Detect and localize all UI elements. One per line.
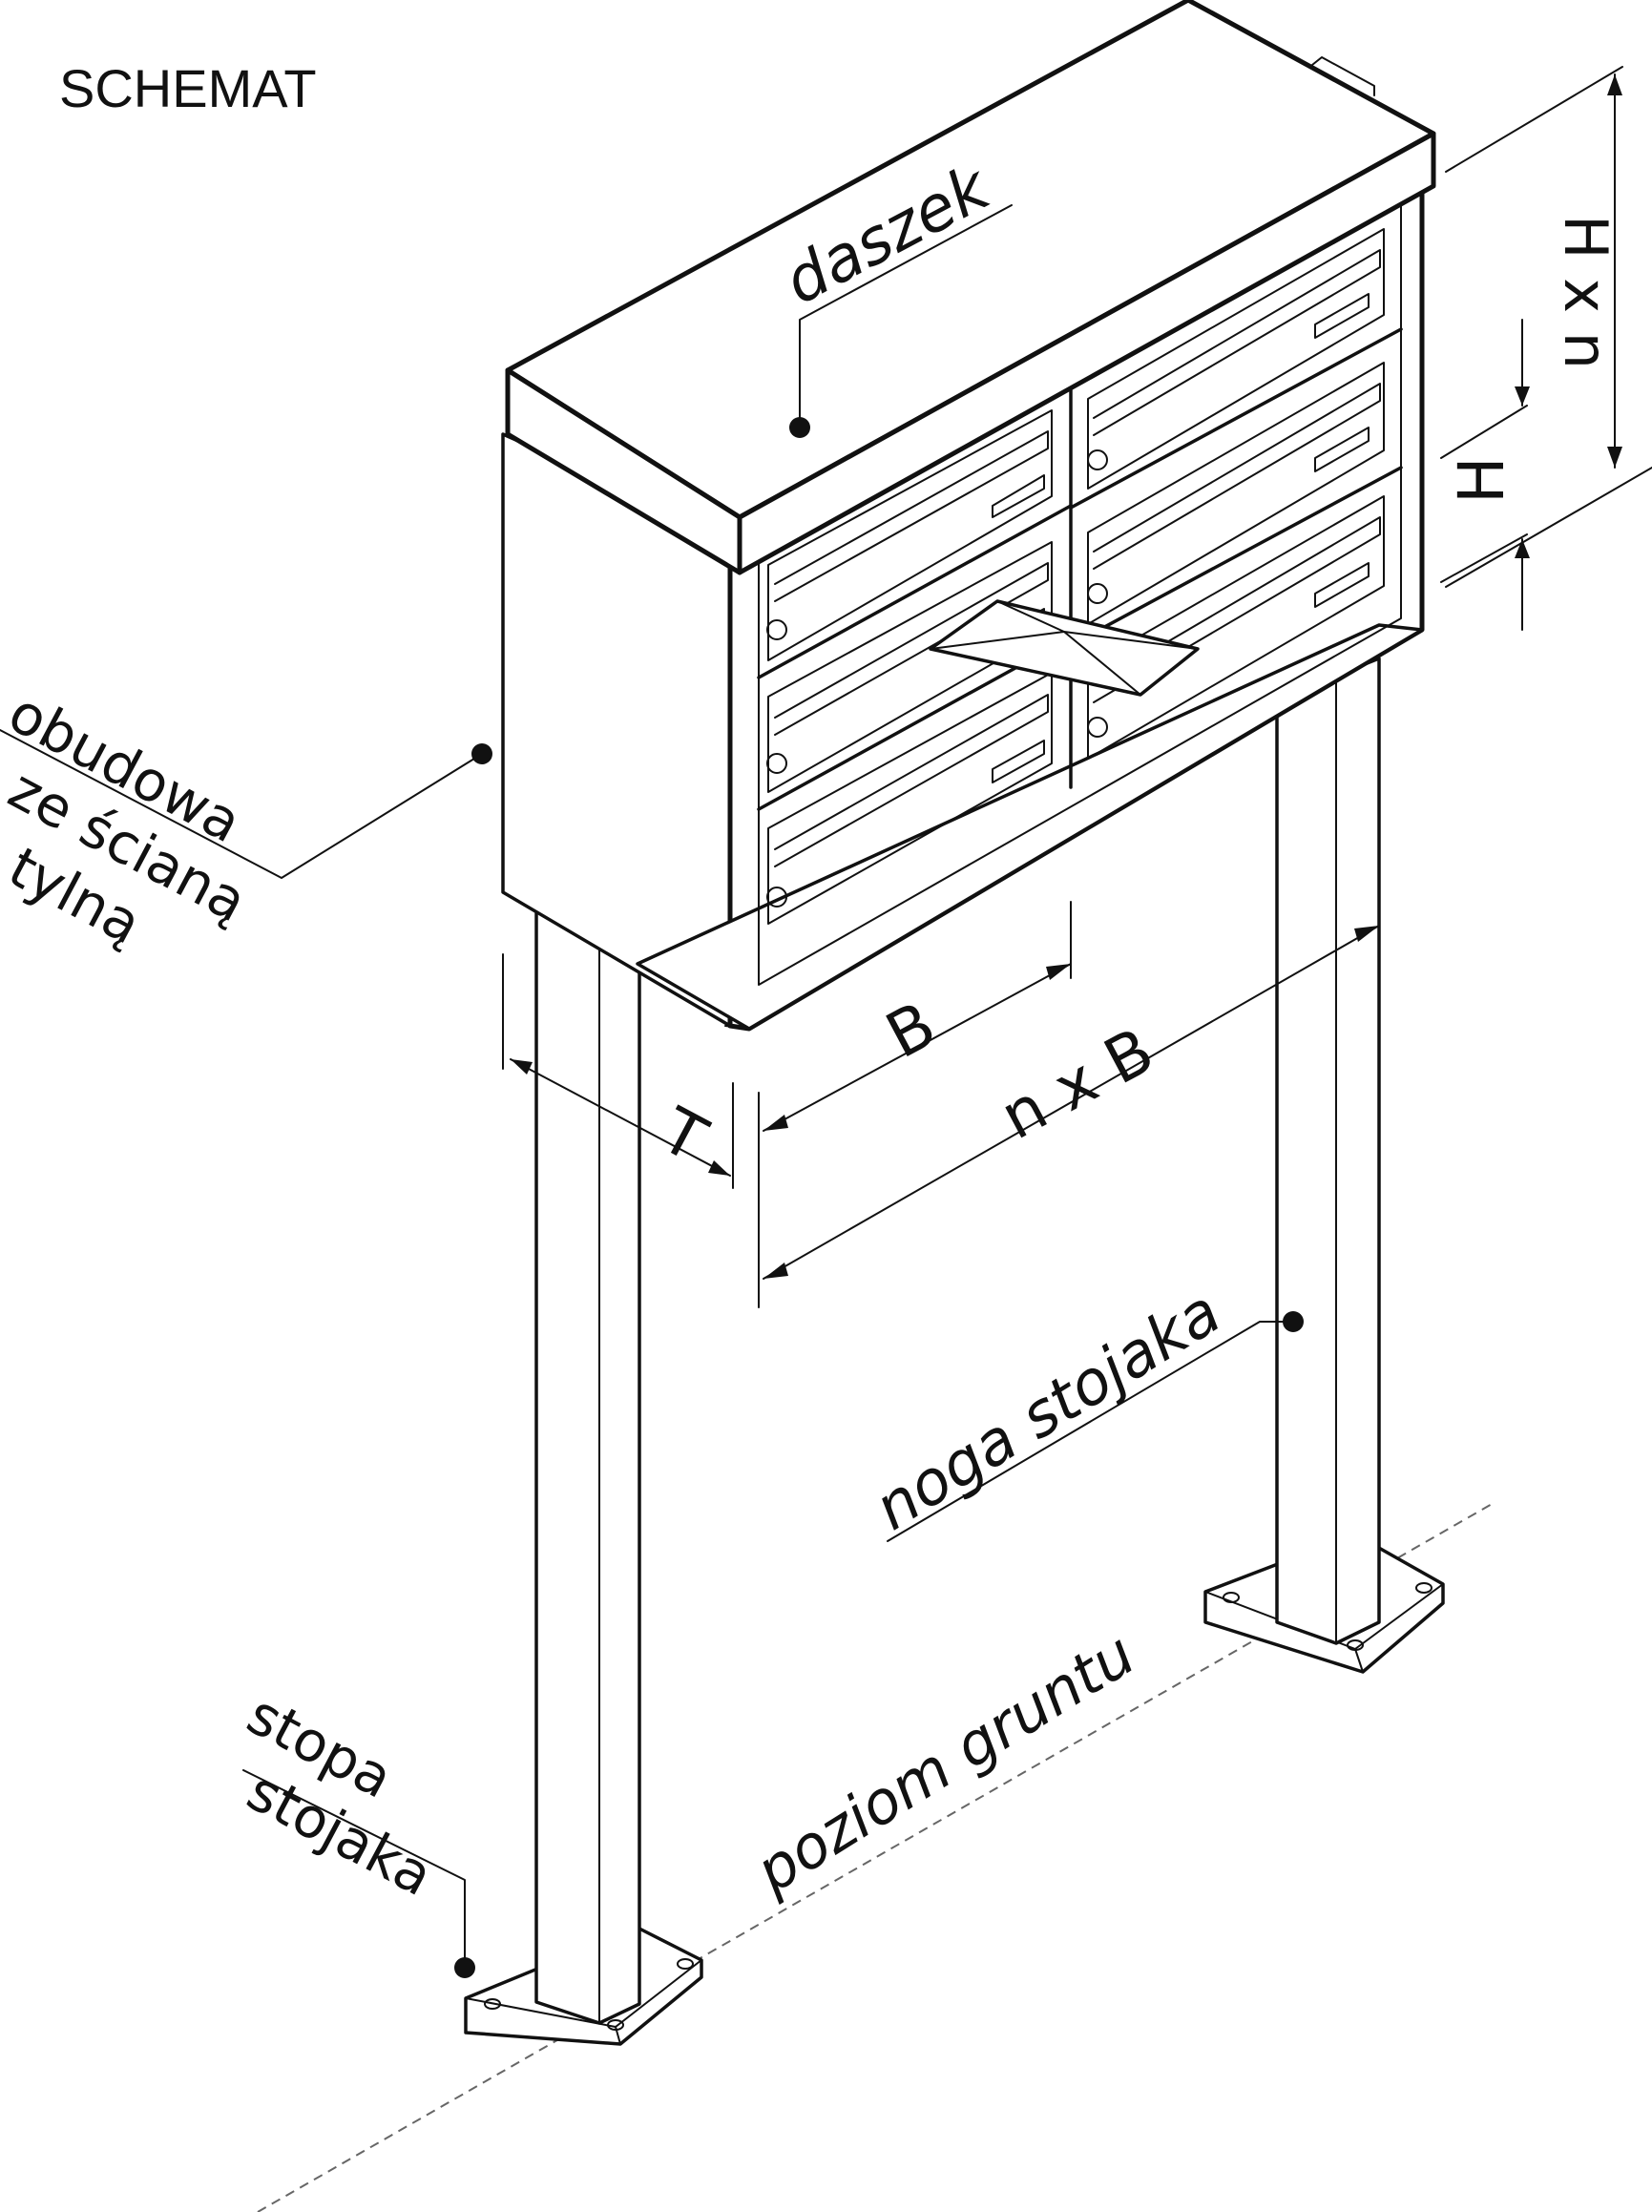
mailbox-door [1087, 228, 1385, 490]
envelope-icon [929, 599, 1200, 697]
label-dim-h: H [1445, 456, 1518, 504]
diagram-title: SCHEMAT [59, 58, 317, 118]
mailbox-door [766, 409, 1053, 661]
label-dim-b: B [874, 988, 947, 1073]
dimension-height-total [1445, 66, 1652, 588]
label-dim-nxb: n x B [989, 1013, 1165, 1154]
mailbox-door [766, 672, 1053, 925]
leader-roof [789, 204, 1013, 438]
dimension-height-single [1440, 319, 1530, 631]
dimension-width-single [763, 901, 1072, 1132]
roof [505, 0, 1436, 575]
label-leg: noga stojaka [863, 1277, 1233, 1544]
mailbox-door [1087, 362, 1385, 625]
housing [501, 169, 1425, 1032]
dimension-depth [502, 953, 734, 1189]
label-ground: poziom gruntu [742, 1618, 1146, 1907]
label-dim-hxn: H x n [1551, 215, 1621, 369]
leader-leg [887, 1311, 1304, 1542]
right-leg [1275, 657, 1381, 1645]
dimension-width-total [758, 681, 1380, 1308]
leader-housing [0, 729, 492, 879]
leader-foot [242, 1769, 475, 1978]
mailbox-door [1087, 495, 1385, 760]
